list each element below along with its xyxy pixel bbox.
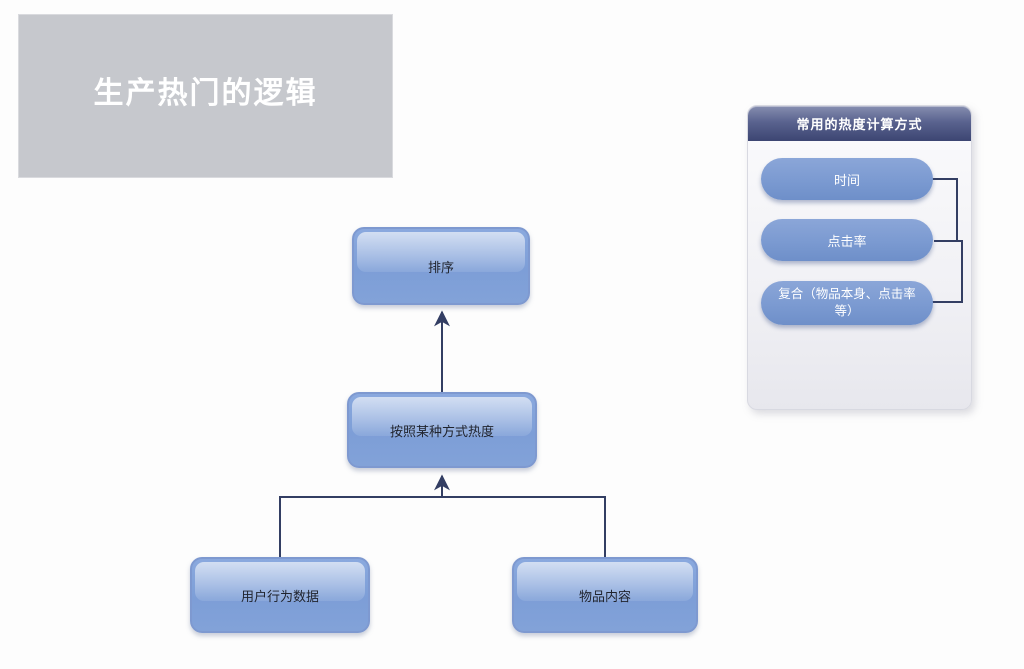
- flow-node-heat-method-label: 按照某种方式热度: [389, 423, 494, 439]
- panel-item-composite-label: 复合（物品本身、点击率等）: [778, 287, 916, 318]
- panel-item-click-rate-label: 点击率: [827, 233, 867, 249]
- panel-item-click-rate: 点击率: [761, 219, 933, 261]
- page-title: 生产热门的逻辑: [93, 77, 318, 110]
- panel-item-composite: 复合（物品本身、点击率等）: [761, 281, 933, 325]
- heat-methods-panel-header: 常用的热度计算方式: [748, 106, 971, 141]
- flow-node-user-behavior-label: 用户行为数据: [240, 588, 319, 604]
- panel-item-time-label: 时间: [833, 172, 860, 188]
- flow-node-user-behavior: 用户行为数据: [190, 557, 370, 633]
- edge-bottom-bracket: [279, 496, 606, 557]
- title-card: 生产热门的逻辑: [18, 14, 393, 178]
- flow-node-item-content: 物品内容: [512, 557, 698, 633]
- flow-node-sort-label: 排序: [427, 259, 454, 275]
- panel-item-time: 时间: [761, 158, 933, 200]
- flow-node-item-content-label: 物品内容: [578, 588, 631, 604]
- heat-methods-panel-title: 常用的热度计算方式: [796, 117, 923, 132]
- flow-node-sort: 排序: [352, 227, 530, 305]
- flow-node-heat-method: 按照某种方式热度: [347, 392, 537, 468]
